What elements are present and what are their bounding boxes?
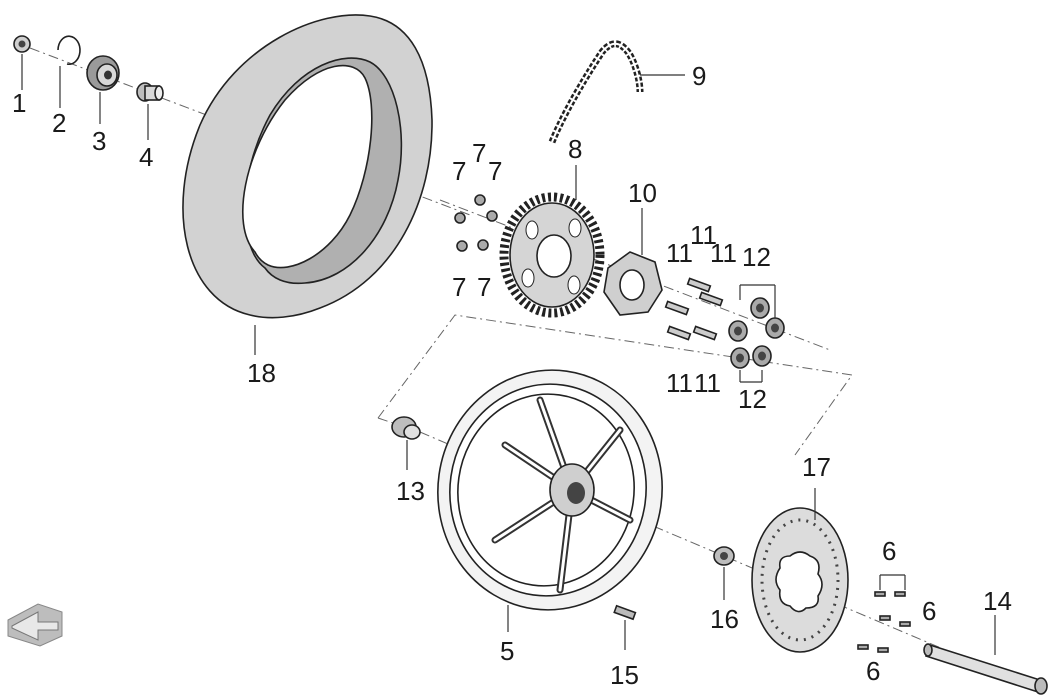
part-15-valve <box>613 604 637 621</box>
part-12-dampers <box>728 297 785 369</box>
callout-6b: 6 <box>922 596 936 626</box>
leader-lines <box>21 54 996 655</box>
part-9-chain <box>548 40 644 144</box>
callout-13: 13 <box>396 476 425 506</box>
callout-12b: 12 <box>738 384 767 414</box>
part-1-nut <box>13 35 31 53</box>
part-17-brake-disc <box>751 507 849 653</box>
callout-2: 2 <box>52 108 66 138</box>
callout-6a: 6 <box>882 536 896 566</box>
part-14-axle <box>923 643 1048 695</box>
callout-16: 16 <box>710 604 739 634</box>
callout-15: 15 <box>610 660 639 690</box>
callout-11a: 11 <box>666 238 693 268</box>
callout-11e: 11 <box>694 368 721 398</box>
callout-7d: 7 <box>452 272 466 302</box>
part-10-sprocket-carrier <box>603 251 663 316</box>
callout-7b: 7 <box>472 138 486 168</box>
callout-7e: 7 <box>477 272 491 302</box>
part-8-sprocket <box>499 192 605 318</box>
callout-9: 9 <box>692 61 706 91</box>
callout-18: 18 <box>247 358 276 388</box>
callout-7a: 7 <box>452 156 466 186</box>
part-7-nuts <box>454 194 498 252</box>
part-16-spacer <box>713 546 735 566</box>
callout-17: 17 <box>802 452 831 482</box>
callout-6c: 6 <box>866 656 880 686</box>
part-4-spacer <box>136 82 164 102</box>
callout-3: 3 <box>92 126 106 156</box>
part-11-studs <box>664 277 724 341</box>
callout-8: 8 <box>568 134 582 164</box>
callout-1: 1 <box>12 88 26 118</box>
callout-11b: 11 <box>690 220 717 250</box>
part-18-tyre <box>182 14 433 319</box>
callout-11d: 11 <box>666 368 693 398</box>
callout-7c: 7 <box>488 156 502 186</box>
callout-11c: 11 <box>710 238 737 268</box>
callout-12a: 12 <box>742 242 771 272</box>
callout-14: 14 <box>983 586 1012 616</box>
callout-5: 5 <box>500 636 514 666</box>
part-13-spacer <box>391 416 421 440</box>
callout-4: 4 <box>139 142 153 172</box>
arrow-icon <box>7 603 63 647</box>
callouts: 1 2 3 4 18 9 8 10 7 7 7 7 7 11 11 11 11 … <box>12 61 1012 690</box>
callout-10: 10 <box>628 178 657 208</box>
part-5-rim <box>437 369 663 611</box>
part-6-screws <box>857 591 911 653</box>
part-2-circlip <box>57 35 81 66</box>
part-3-bearing <box>86 55 120 91</box>
